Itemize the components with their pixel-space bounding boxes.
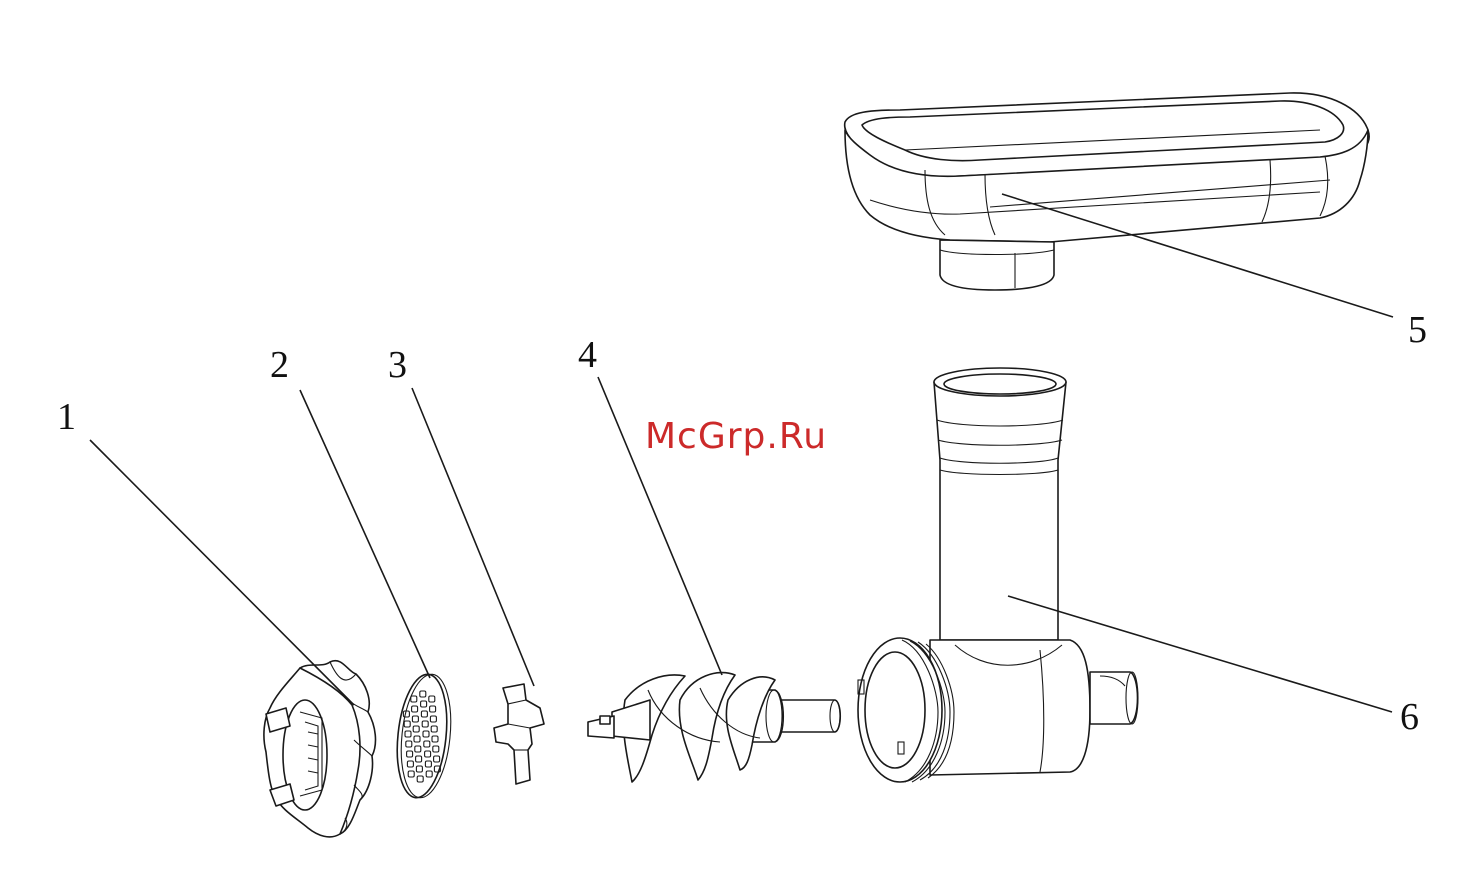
leader-line-3 bbox=[412, 388, 534, 686]
leader-line-2 bbox=[300, 390, 430, 678]
locking-ring-drawing bbox=[264, 661, 376, 837]
callout-3: 3 bbox=[388, 346, 407, 384]
callout-2: 2 bbox=[270, 346, 289, 384]
callout-4: 4 bbox=[578, 336, 597, 374]
watermark-text: McGrp.Ru bbox=[645, 416, 827, 457]
callout-6: 6 bbox=[1400, 698, 1419, 736]
food-tray-drawing bbox=[845, 93, 1369, 290]
callout-1: 1 bbox=[57, 398, 76, 436]
feed-screw-drawing bbox=[588, 673, 840, 782]
callout-5: 5 bbox=[1408, 311, 1427, 349]
cutting-blade-drawing bbox=[494, 684, 544, 784]
leader-line-1 bbox=[90, 440, 354, 705]
grinder-housing-drawing bbox=[858, 368, 1138, 782]
grinding-plate-drawing bbox=[392, 672, 457, 800]
